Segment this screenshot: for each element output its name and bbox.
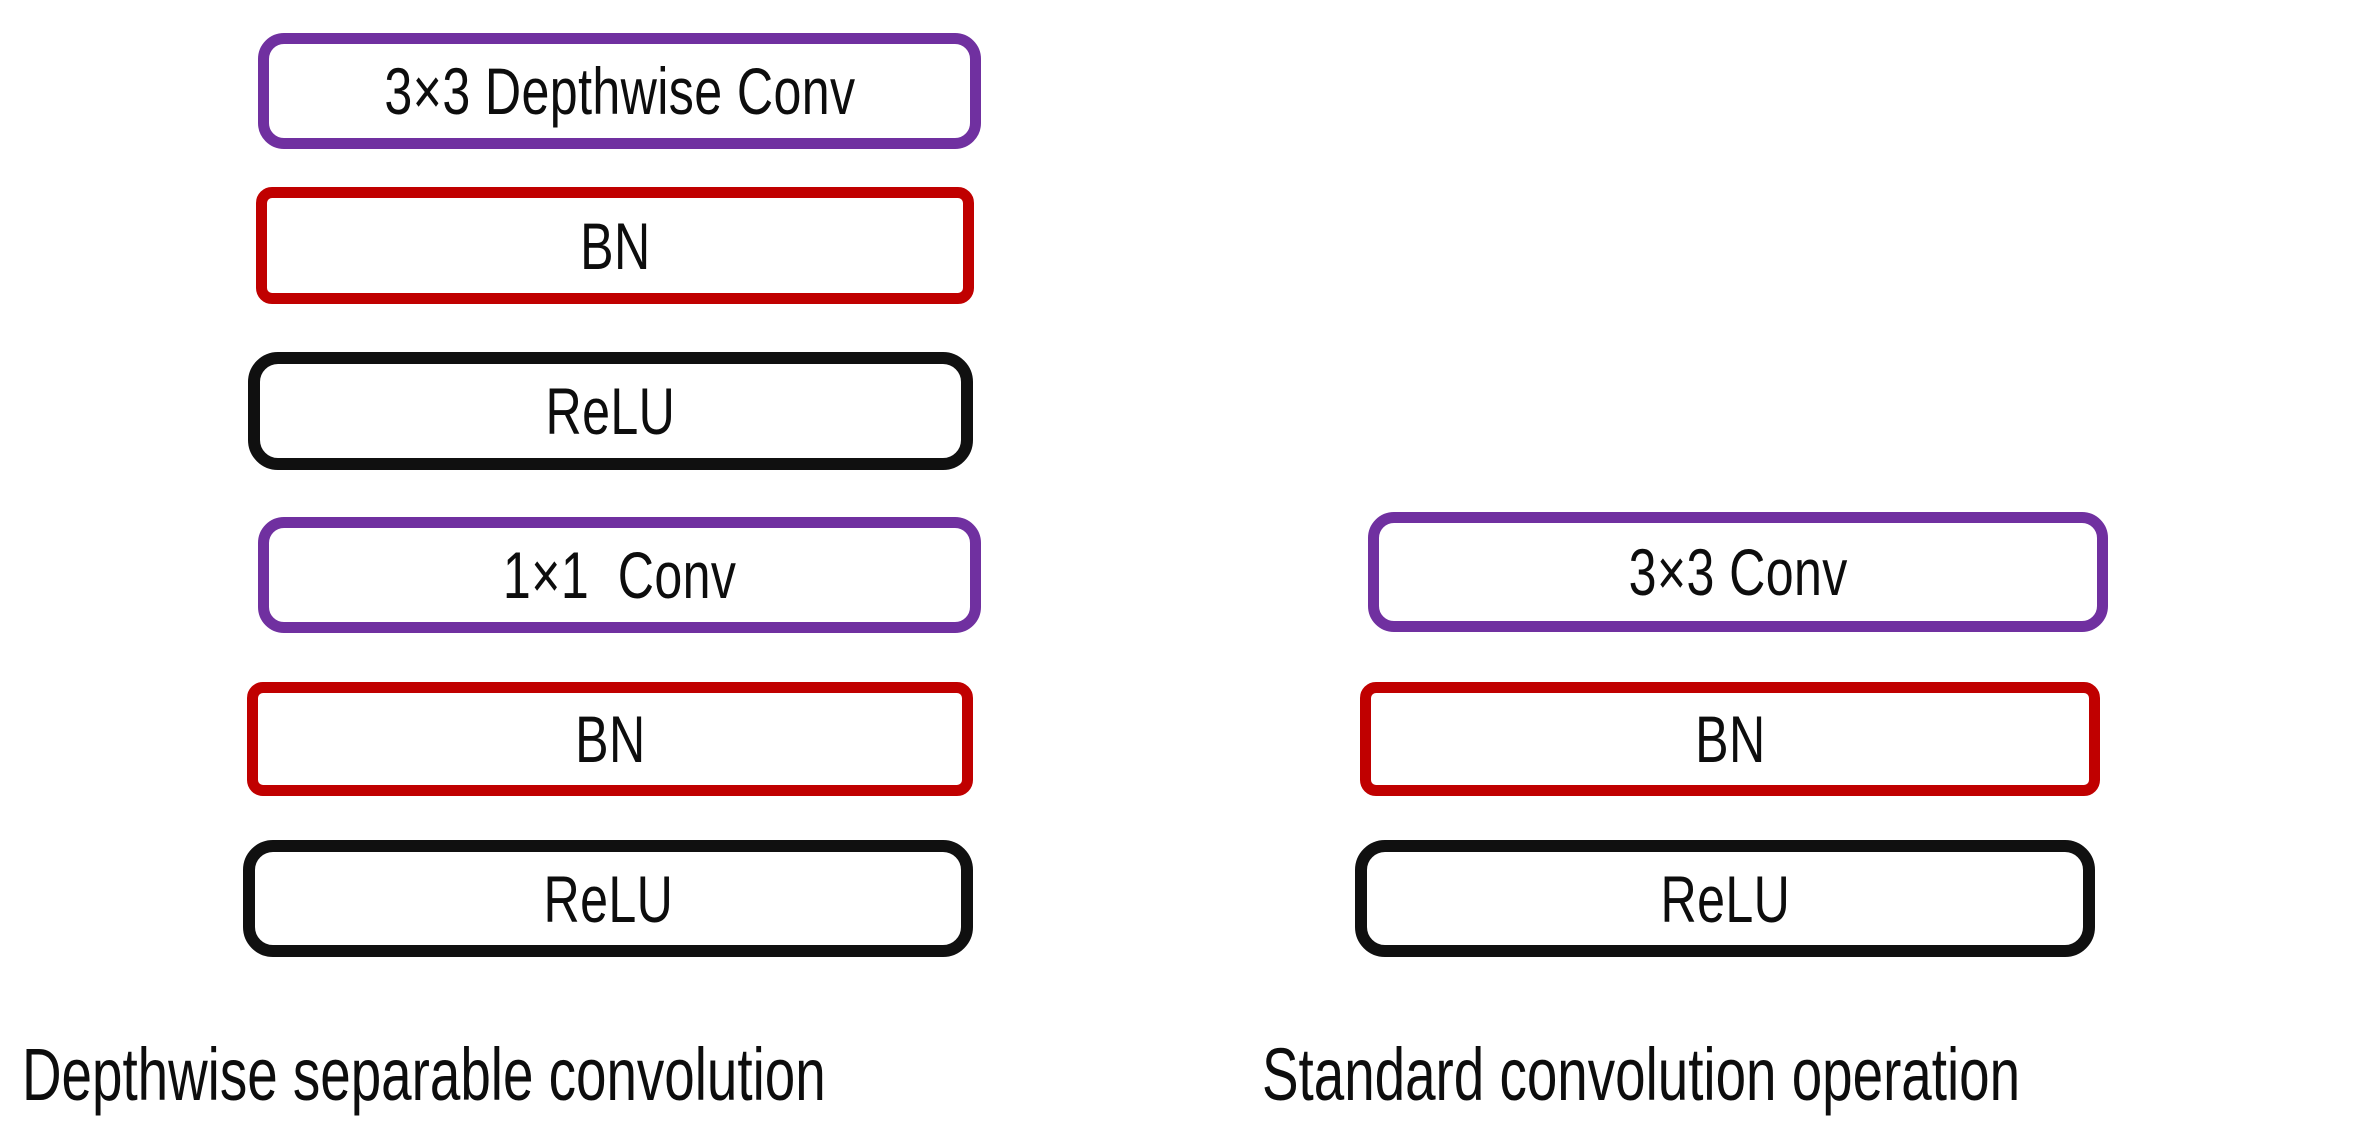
block-label: 3×3 Depthwise Conv: [383, 54, 856, 128]
block-relu-1: ReLU: [248, 352, 973, 470]
block-label: ReLU: [545, 374, 676, 448]
block-bn-2: BN: [247, 682, 973, 796]
block-bn-1: BN: [256, 187, 974, 304]
block-relu-right: ReLU: [1355, 840, 2095, 957]
block-label: BN: [579, 208, 651, 283]
block-label: ReLU: [1660, 861, 1790, 936]
block-bn-right: BN: [1360, 682, 2100, 796]
caption-standard-convolution: Standard convolution operation: [1262, 1033, 2021, 1116]
block-depthwise-conv: 3×3 Depthwise Conv: [258, 33, 981, 149]
block-label: BN: [574, 702, 646, 776]
block-label: ReLU: [543, 861, 673, 936]
block-standard-conv: 3×3 Conv: [1368, 512, 2108, 632]
block-label: 3×3 Conv: [1628, 535, 1848, 609]
block-label: 1×1 Conv: [502, 538, 737, 612]
caption-depthwise-separable: Depthwise separable convolution: [22, 1033, 826, 1116]
block-label: BN: [1694, 702, 1766, 776]
block-pointwise-conv: 1×1 Conv: [258, 517, 981, 633]
block-relu-2: ReLU: [243, 840, 973, 957]
